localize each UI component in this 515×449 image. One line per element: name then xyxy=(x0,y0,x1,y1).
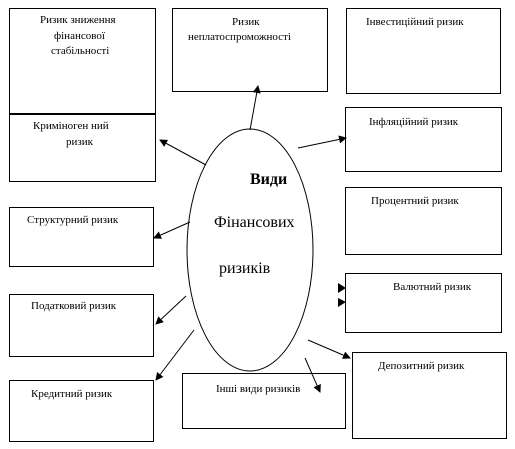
label-insolvency-line2: неплатоспроможності xyxy=(188,31,291,43)
arrow-to-credit xyxy=(155,329,195,381)
label-currency: Валютний ризик xyxy=(393,281,472,293)
label-other: Інші види ризиків xyxy=(216,383,301,395)
center-ellipse xyxy=(186,128,314,372)
arrow-to-tax xyxy=(155,295,187,325)
label-stability-line3: стабільності xyxy=(51,45,110,57)
arrowhead-currency-1 xyxy=(338,283,346,293)
box-stability-risk xyxy=(9,8,156,115)
box-deposit-risk xyxy=(352,352,507,439)
box-other-risks xyxy=(182,373,346,429)
label-insolvency-line1: Ризик xyxy=(232,16,260,28)
arrowhead-currency-2 xyxy=(338,298,346,307)
label-stability-line2: фінансової xyxy=(54,30,105,42)
label-investment: Інвестиційний ризик xyxy=(366,16,464,28)
label-structural: Структурний ризик xyxy=(27,214,119,226)
arrow-to-structural xyxy=(153,221,191,239)
box-interest-risk xyxy=(345,187,502,255)
label-stability-line1: Ризик зниження xyxy=(40,14,116,26)
arrow-to-insolvency xyxy=(249,85,261,131)
box-insolvency-risk xyxy=(172,8,328,92)
label-deposit: Депозитний ризик xyxy=(378,360,465,372)
box-tax-risk xyxy=(9,294,154,357)
label-criminogenic-line1: Криміноген ний xyxy=(33,120,109,132)
box-investment-risk xyxy=(346,8,501,94)
label-credit: Кредитний ризик xyxy=(31,388,113,400)
label-interest: Процентний ризик xyxy=(371,195,459,207)
label-tax: Податковий ризик xyxy=(31,300,117,312)
box-currency-risk xyxy=(345,273,502,333)
box-credit-risk xyxy=(9,380,154,442)
center-title-line2: Фінансових xyxy=(214,214,295,231)
label-criminogenic-line2: ризик xyxy=(66,136,93,148)
center-title-line3: ризиків xyxy=(219,260,271,277)
center-title-line1: Види xyxy=(250,171,288,188)
arrow-to-other xyxy=(304,357,321,393)
box-inflation-risk xyxy=(345,107,502,172)
arrow-to-inflation xyxy=(297,135,347,149)
arrow-to-criminogenic xyxy=(159,139,207,166)
label-inflation: Інфляційний ризик xyxy=(369,116,459,128)
arrow-to-deposit xyxy=(307,339,351,359)
box-structural-risk xyxy=(9,207,154,267)
